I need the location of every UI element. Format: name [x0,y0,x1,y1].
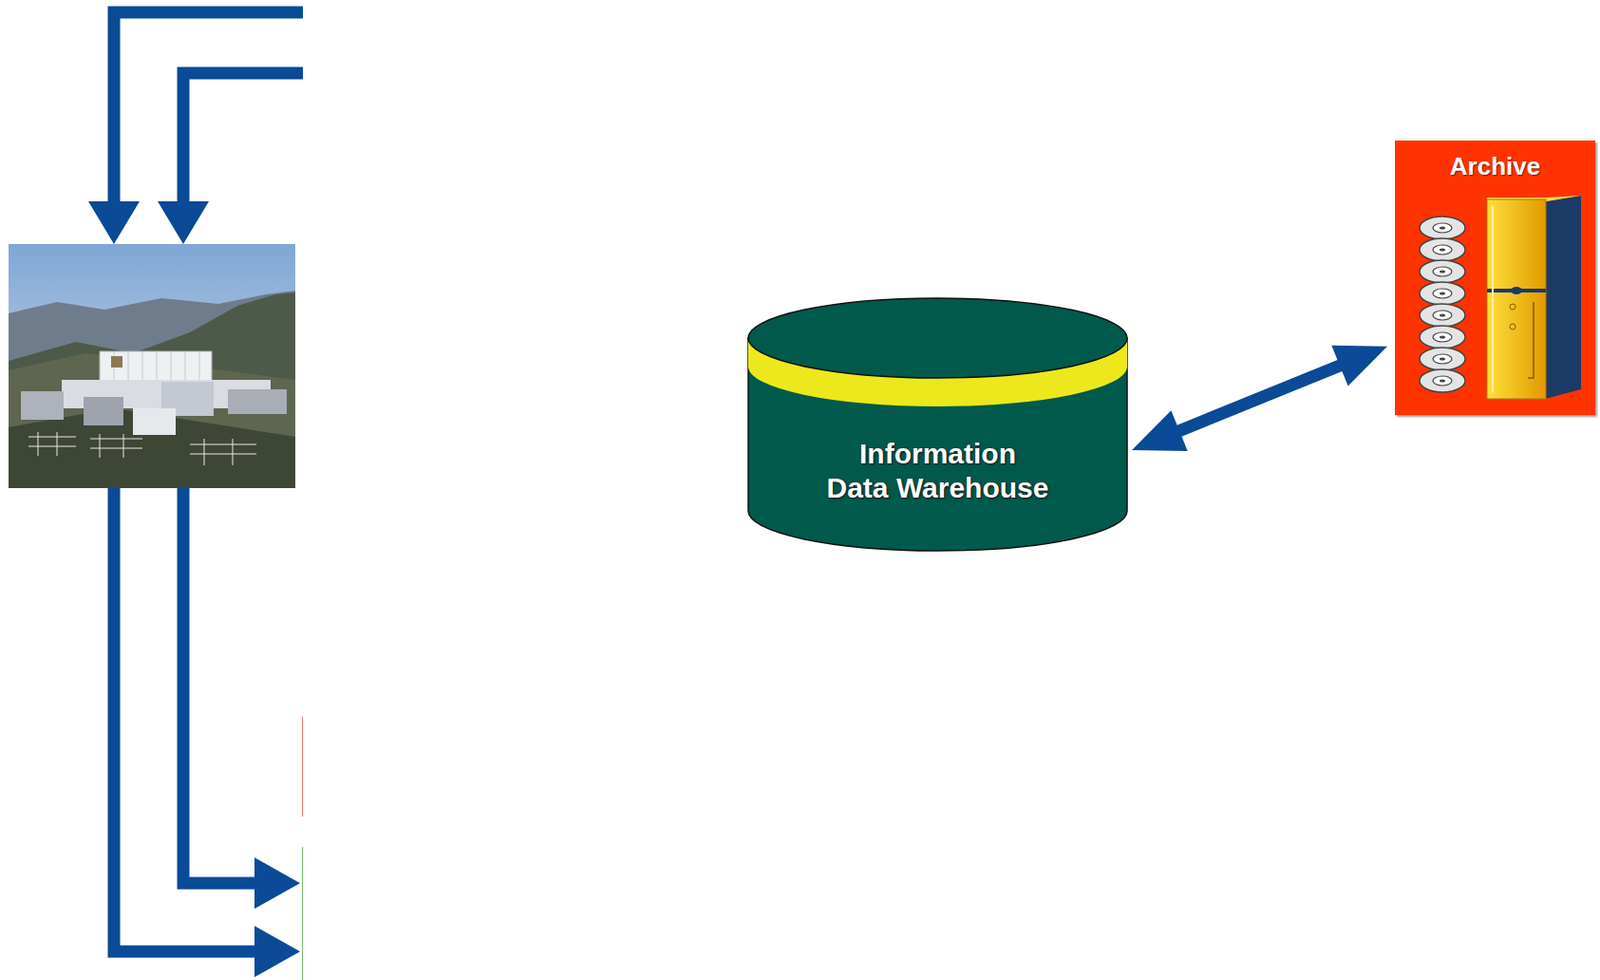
edge-line-green [301,847,303,980]
text-block: Archive [1394,151,1596,181]
arrow-head [1331,345,1388,387]
cylinder-shape [747,296,1129,553]
power-plant-photo [8,244,296,489]
edge-line-orange [301,716,303,817]
archive-server-icon [1394,140,1596,415]
database-cylinder: Information Data Warehouse [747,296,1129,553]
database-label: Information Data Warehouse [819,436,1057,506]
archive-title: Archive [1394,151,1596,181]
text-block: Information Data Warehouse [747,436,1129,506]
archive-box: Archive [1394,140,1596,415]
double-arrow-connector [1131,345,1388,452]
arrow-heads [88,201,301,978]
flow-arrows [113,12,303,952]
connector-shaft [1173,363,1345,433]
arrow-head [1131,410,1188,452]
